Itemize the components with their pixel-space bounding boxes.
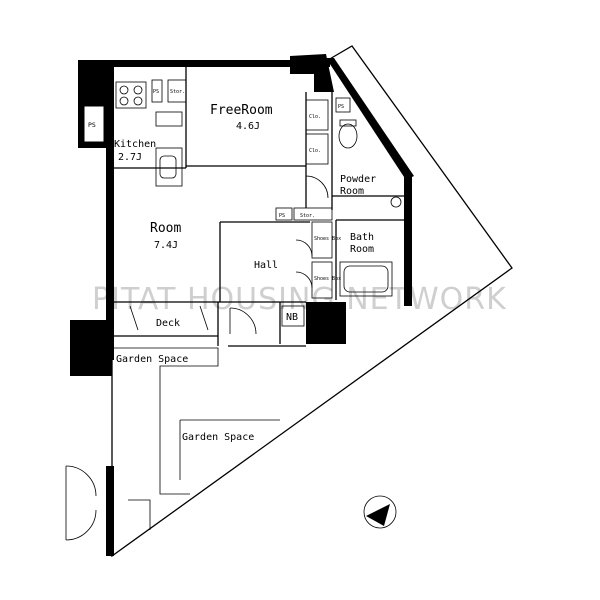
hall-label: Hall — [254, 260, 278, 271]
shoes-box-label-2: Shoes Box — [314, 276, 341, 282]
door-swings — [129, 175, 329, 335]
garden-space-label-1: Garden Space — [116, 354, 188, 365]
bath-room-line2: Room — [350, 244, 374, 255]
clo-label-1: Clo. — [309, 114, 321, 120]
closets: Clo. Clo. — [305, 99, 329, 165]
garden-door — [65, 465, 97, 541]
freeroom-size: 4.6J — [236, 121, 260, 132]
shoes-box-label-1: Shoes Box — [314, 236, 341, 242]
ps-stor-row: PS Stor. — [275, 207, 333, 221]
nb-label: NB — [286, 312, 298, 323]
kitchen-size: 2.7J — [118, 152, 142, 163]
stor-label-kitchen: Stor. — [170, 89, 185, 95]
ps-label-left: PS — [88, 121, 96, 129]
stor-label-hall: Stor. — [300, 213, 315, 219]
room-size: 7.4J — [154, 240, 178, 251]
watermark: PITAT HOUSING NETWORK — [92, 282, 507, 317]
exterior-walls — [70, 54, 414, 556]
interior-walls — [112, 67, 406, 347]
shoes-boxes: Shoes Box Shoes Box — [311, 221, 341, 299]
north-arrow-icon — [363, 495, 397, 529]
clo-label-2: Clo. — [309, 148, 321, 154]
garden-space-outlines — [114, 347, 280, 530]
freeroom-name: FreeRoom — [210, 103, 273, 118]
room-name: Room — [150, 221, 181, 236]
bathtub — [339, 261, 393, 297]
ps-label-hall: PS — [279, 213, 285, 219]
ps-label-kitchen: PS — [153, 89, 159, 95]
kitchen-fixtures: PS Stor. — [115, 79, 187, 187]
powder-room-fixtures: PS — [335, 97, 402, 208]
kitchen-name: Kitchen — [114, 139, 156, 150]
deck-label: Deck — [156, 318, 180, 329]
bath-room-line1: Bath — [350, 232, 374, 243]
ps-label-powder: PS — [338, 104, 344, 110]
powder-room-line1: Powder — [340, 174, 376, 185]
powder-room-line2: Room — [340, 186, 364, 197]
garden-space-label-2: Garden Space — [182, 432, 254, 443]
